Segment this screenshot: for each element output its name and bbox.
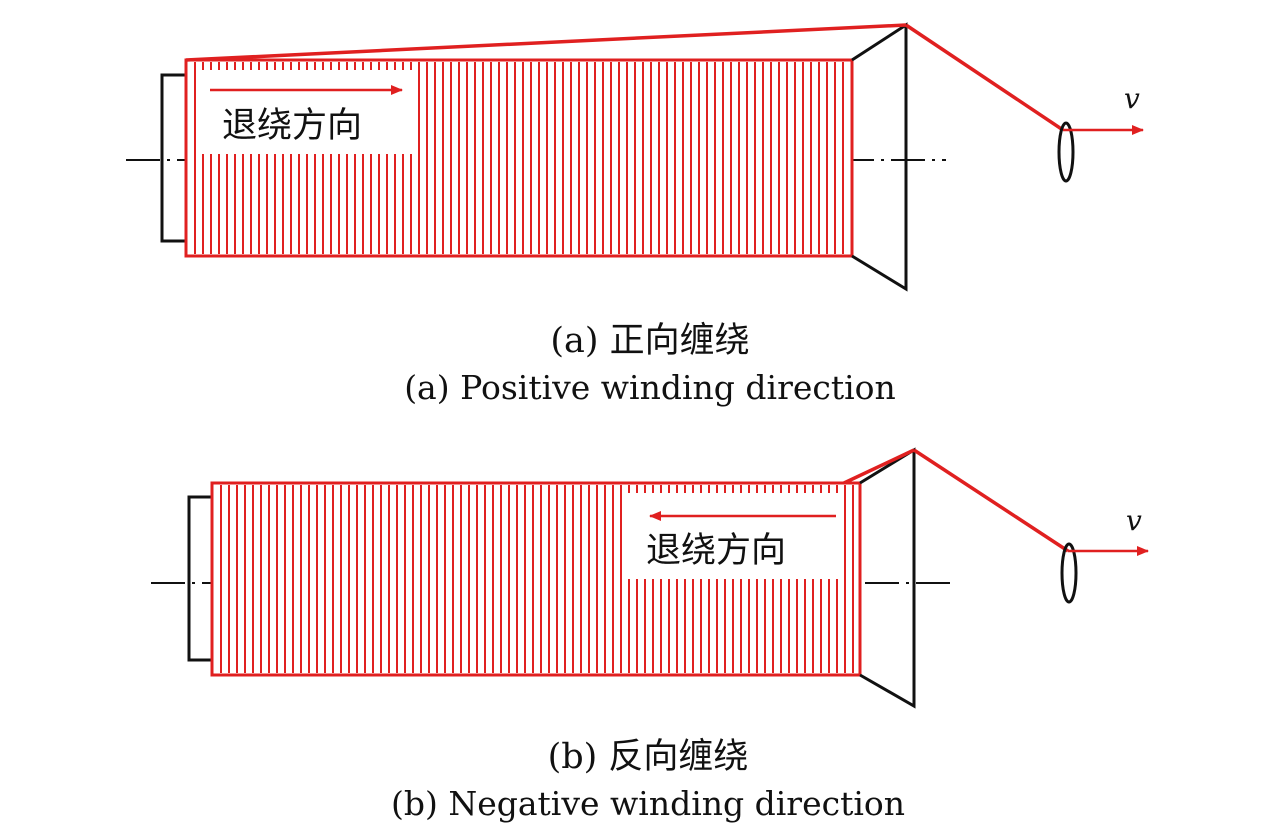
- caption-cn-a: (a) 正向缠绕: [550, 321, 749, 361]
- yarn-to-guide-a: [905, 23, 1064, 132]
- caption-cn-b: (b) 反向缠绕: [548, 737, 749, 777]
- label-box-a: [196, 70, 414, 154]
- caption-en-b: (b) Negative winding direction: [391, 784, 905, 823]
- label-box-b: [626, 493, 842, 579]
- direction-label-b: 退绕方向: [646, 531, 786, 571]
- yarn-to-guide-b: [913, 448, 1069, 553]
- unwinding-yarn-a: [185, 23, 907, 62]
- cone-end-a: [851, 22, 908, 292]
- yarn-guide-a: [1057, 121, 1075, 183]
- velocity-label-a: v: [1124, 82, 1140, 115]
- yarn-guide-b: [1060, 542, 1078, 604]
- direction-label-a: 退绕方向: [222, 106, 362, 146]
- caption-en-a: (a) Positive winding direction: [404, 368, 896, 407]
- panel-a-positive-winding: 退绕方向 v (a) 正向缠绕 (a) Positive winding dir…: [126, 22, 1144, 407]
- velocity-label-b: v: [1126, 504, 1142, 537]
- unwinding-yarn-b: [843, 448, 915, 485]
- bobbin-flange-a: [160, 73, 186, 243]
- cone-end-b: [859, 447, 916, 709]
- bobbin-flange-b: [187, 495, 212, 662]
- panel-b-negative-winding: 退绕方向 v (b) 反向缠绕 (b) Negative winding dir…: [151, 447, 1149, 823]
